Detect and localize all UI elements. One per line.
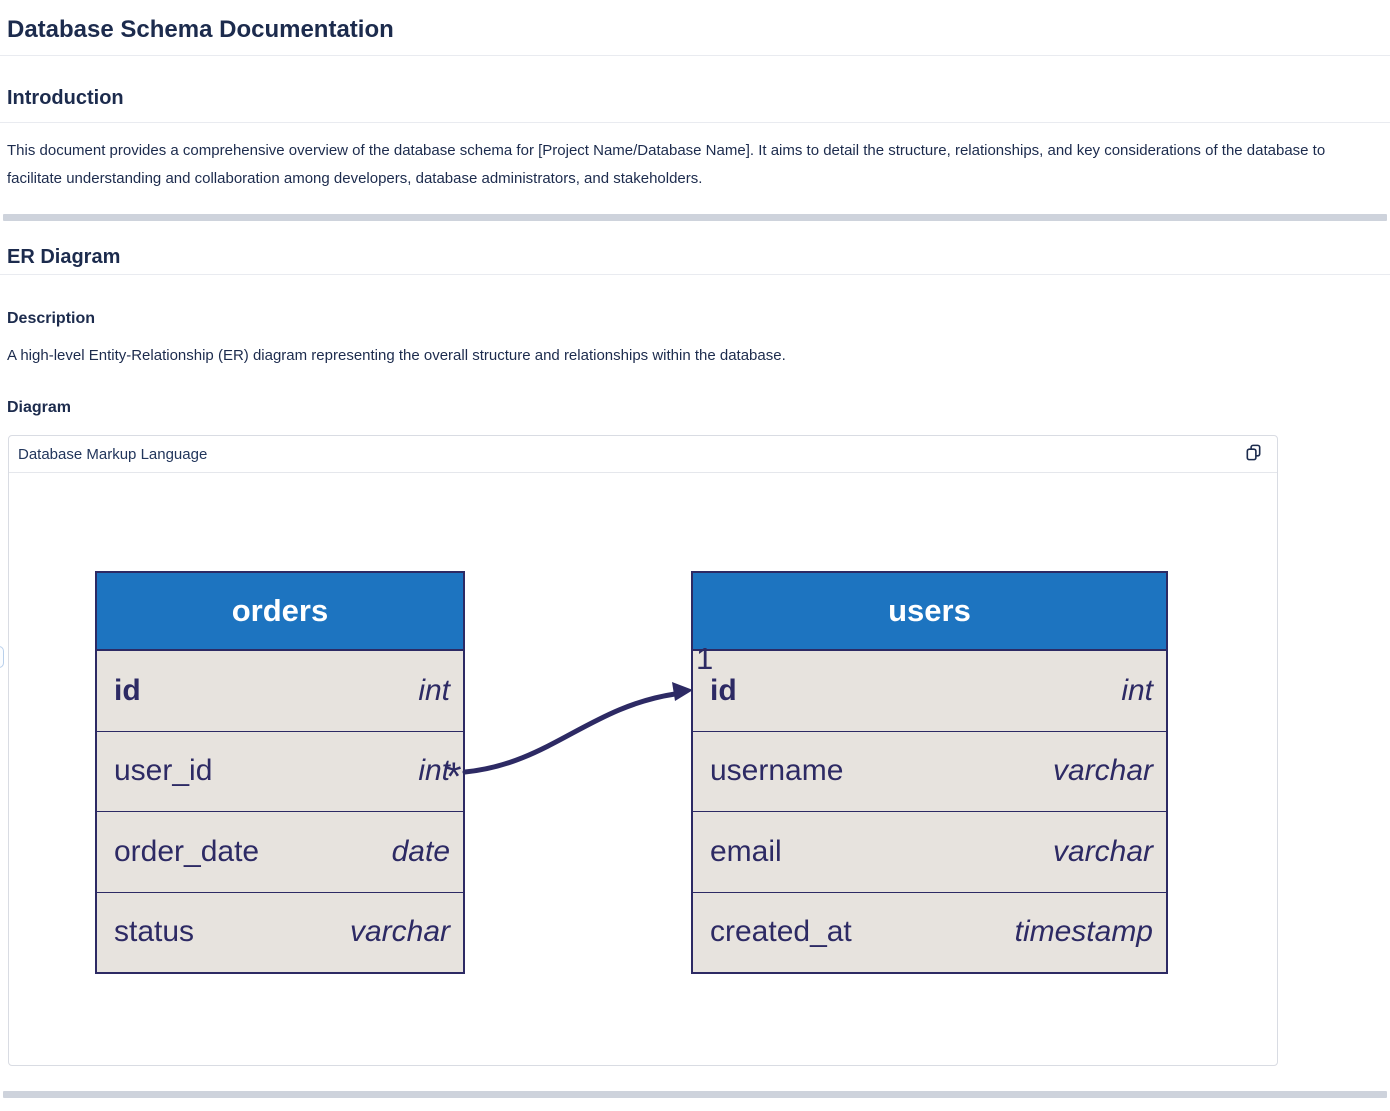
field-type: int (418, 754, 450, 788)
subheading-diagram: Diagram (7, 399, 72, 416)
field-type: varchar (1052, 754, 1153, 788)
entity-orders-title: orders (97, 573, 463, 651)
field-type: varchar (1052, 834, 1153, 868)
subheading-description: Description (7, 310, 96, 327)
entity-table-users: users id int username varchar email varc… (691, 571, 1168, 974)
entity-orders-row-user-id: user_id int (97, 732, 463, 812)
entity-table-orders: orders id int user_id int order_date dat… (95, 571, 465, 974)
entity-users-row-username: username varchar (693, 732, 1166, 812)
copy-icon (1244, 443, 1263, 465)
field-type: int (418, 673, 450, 707)
cardinality-one-label: 1 (696, 641, 714, 676)
diagram-panel-header: Database Markup Language (9, 436, 1277, 473)
introduction-paragraph: This document provides a comprehensive o… (7, 142, 1326, 187)
entity-orders-row-status: status varchar (97, 893, 463, 973)
field-name: status (114, 915, 195, 949)
section-divider (3, 1091, 1387, 1098)
entity-orders-row-id: id int (97, 651, 463, 732)
field-name: id (710, 673, 737, 707)
field-name: username (710, 754, 844, 788)
edge-handle[interactable] (0, 646, 4, 668)
field-name: user_id (114, 754, 213, 788)
section-divider (3, 214, 1387, 221)
field-name: email (710, 834, 782, 868)
field-name: created_at (710, 915, 852, 949)
field-type: int (1121, 673, 1153, 707)
entity-users-row-created-at: created_at timestamp (693, 893, 1166, 973)
field-type: timestamp (1014, 915, 1153, 949)
language-label: Database Markup Language (18, 445, 208, 463)
field-name: id (114, 673, 141, 707)
entity-users-row-id: id int (693, 651, 1166, 732)
description-paragraph: A high-level Entity-Relationship (ER) di… (7, 347, 786, 364)
field-type: varchar (349, 915, 450, 949)
cardinality-many-label: * (446, 755, 462, 799)
diagram-panel: Database Markup Language orders id int u… (8, 435, 1278, 1066)
field-type: date (391, 834, 450, 868)
entity-users-title: users (693, 573, 1166, 651)
entity-users-row-email: email varchar (693, 812, 1166, 893)
er-diagram-canvas: orders id int user_id int order_date dat… (9, 473, 1277, 1065)
section-heading-introduction: Introduction (0, 87, 1390, 123)
page-title: Database Schema Documentation (0, 0, 1390, 56)
entity-orders-row-order-date: order_date date (97, 812, 463, 893)
field-name: order_date (114, 834, 260, 868)
copy-button[interactable] (1241, 442, 1265, 466)
section-heading-er-diagram: ER Diagram (0, 246, 1390, 275)
